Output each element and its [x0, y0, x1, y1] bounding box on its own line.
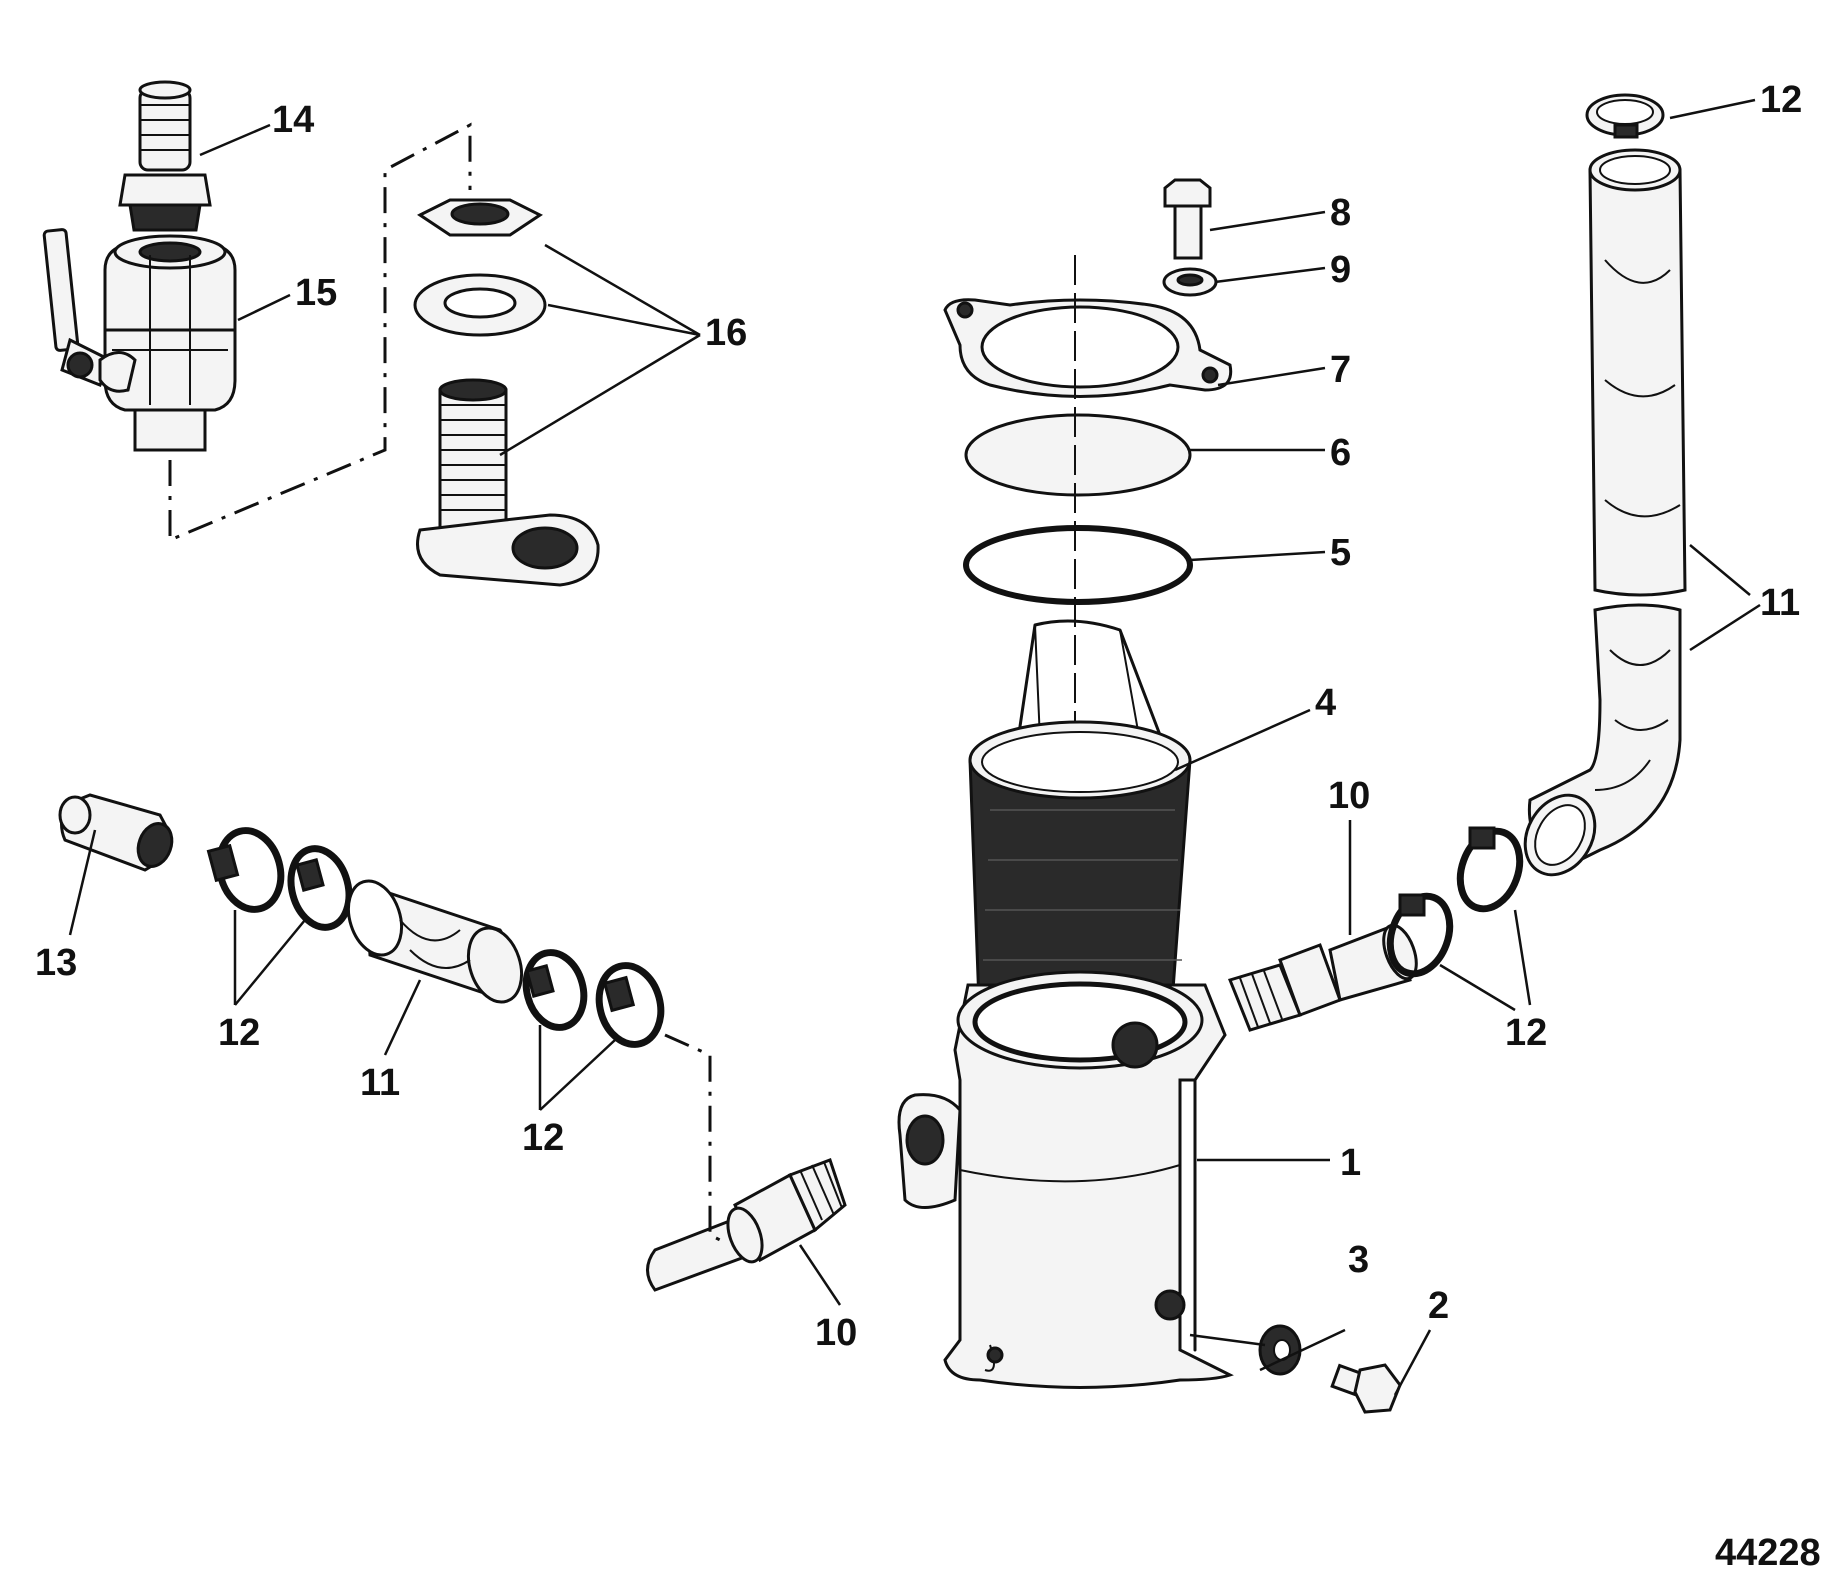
- part-12-top-clamp: [1585, 93, 1665, 139]
- callout-12-right: 12: [1505, 1012, 1547, 1054]
- callout-7: 7: [1330, 349, 1351, 391]
- callout-5: 5: [1330, 532, 1351, 574]
- part-9-lock-washer: [1162, 267, 1218, 297]
- callout-13: 13: [35, 942, 77, 984]
- part-1-strainer-body: [897, 970, 1234, 1389]
- callout-14: 14: [272, 99, 314, 141]
- part-10-left-fitting: [646, 1158, 847, 1292]
- callout-12-top: 12: [1760, 79, 1802, 121]
- callout-15: 15: [295, 272, 337, 314]
- part-12-left-clamp-d: [595, 962, 665, 1048]
- callout-3: 3: [1348, 1239, 1369, 1281]
- callout-12-left: 12: [218, 1012, 260, 1054]
- callout-2: 2: [1428, 1285, 1449, 1327]
- part-14-fitting: [118, 80, 212, 232]
- part-13-hose-barb: [58, 793, 174, 872]
- part-7-clamp-ring: [943, 298, 1233, 398]
- callout-6: 6: [1330, 432, 1351, 474]
- part-16-elbow: [416, 378, 600, 587]
- assembly-line-12-10: [664, 1033, 721, 1242]
- part-5-o-ring: [963, 525, 1193, 605]
- part-16-washer: [413, 273, 547, 337]
- part-11-right-hose-lower: [1523, 603, 1682, 877]
- leader-lines: [68, 98, 1761, 1396]
- part-12-right-clamp-b: [1456, 826, 1524, 913]
- callout-16: 16: [705, 312, 747, 354]
- assembly-line-15-16: [168, 122, 472, 543]
- part-6-cover: [964, 413, 1192, 497]
- part-11-left-hose: [346, 879, 524, 1004]
- callout-11-left: 11: [360, 1062, 400, 1104]
- callout-1: 1: [1340, 1142, 1361, 1184]
- part-8-bolt: [1163, 178, 1212, 260]
- callout-10-right: 10: [1328, 775, 1370, 817]
- part-2-drain-plug: [1330, 1363, 1402, 1414]
- part-16-nut: [417, 198, 543, 237]
- callout-9: 9: [1330, 249, 1351, 291]
- part-12-right-clamp-a: [1386, 892, 1454, 978]
- callout-labels: 1 2 3 4 5 6 7 8 9 10 10 11 11 12 12 12 1…: [35, 79, 1802, 1354]
- callout-11-right: 11: [1760, 582, 1800, 624]
- callout-4: 4: [1315, 682, 1336, 724]
- figure-id: 44228: [1715, 1532, 1821, 1574]
- part-12-left-clamp-b: [287, 845, 353, 931]
- callout-10-left: 10: [815, 1312, 857, 1354]
- callout-12-middle: 12: [522, 1117, 564, 1159]
- part-4-strainer-basket: [968, 619, 1192, 1047]
- part-12-left-clamp-c: [522, 949, 588, 1031]
- part-12-left-clamp-a: [206, 827, 285, 913]
- part-11-right-hose-upper: [1588, 148, 1687, 597]
- callout-8: 8: [1330, 192, 1351, 234]
- part-15-valve: [42, 228, 237, 452]
